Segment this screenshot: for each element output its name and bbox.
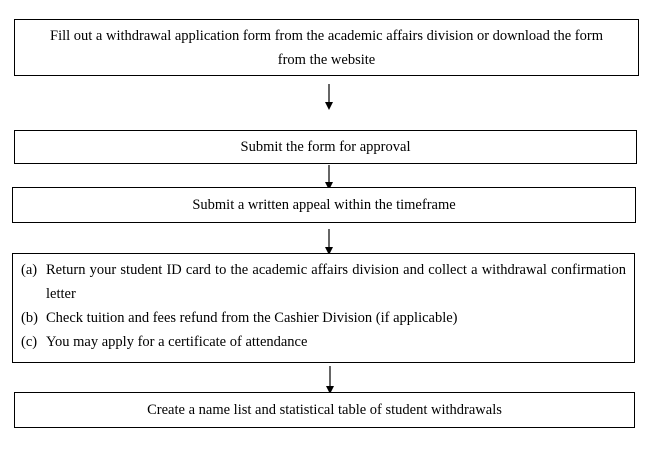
task-text-a: Return your student ID card to the acade… xyxy=(46,262,626,302)
step-create-name-list: Create a name list and statistical table… xyxy=(14,392,635,428)
task-marker-c: (c) xyxy=(21,334,38,350)
step-3-text: Submit a written appeal within the timef… xyxy=(192,197,456,213)
task-marker-b: (b) xyxy=(21,310,38,326)
task-item-b: (b) Check tuition and fees refund from t… xyxy=(21,306,626,330)
step-fill-out-form: Fill out a withdrawal application form f… xyxy=(14,19,639,76)
task-item-c: (c) You may apply for a certificate of a… xyxy=(21,330,626,354)
task-text-b: Check tuition and fees refund from the C… xyxy=(46,310,458,326)
step-2-text: Submit the form for approval xyxy=(240,139,411,155)
step-5-text: Create a name list and statistical table… xyxy=(147,402,502,418)
step-withdrawal-tasks: (a) Return your student ID card to the a… xyxy=(12,253,635,363)
task-text-c: You may apply for a certificate of atten… xyxy=(46,334,308,350)
task-item-a: (a) Return your student ID card to the a… xyxy=(21,258,626,306)
step-submit-appeal: Submit a written appeal within the timef… xyxy=(12,187,636,223)
task-marker-a: (a) xyxy=(21,262,38,278)
step-submit-form: Submit the form for approval xyxy=(14,130,637,164)
step-1-text: Fill out a withdrawal application form f… xyxy=(50,27,603,68)
